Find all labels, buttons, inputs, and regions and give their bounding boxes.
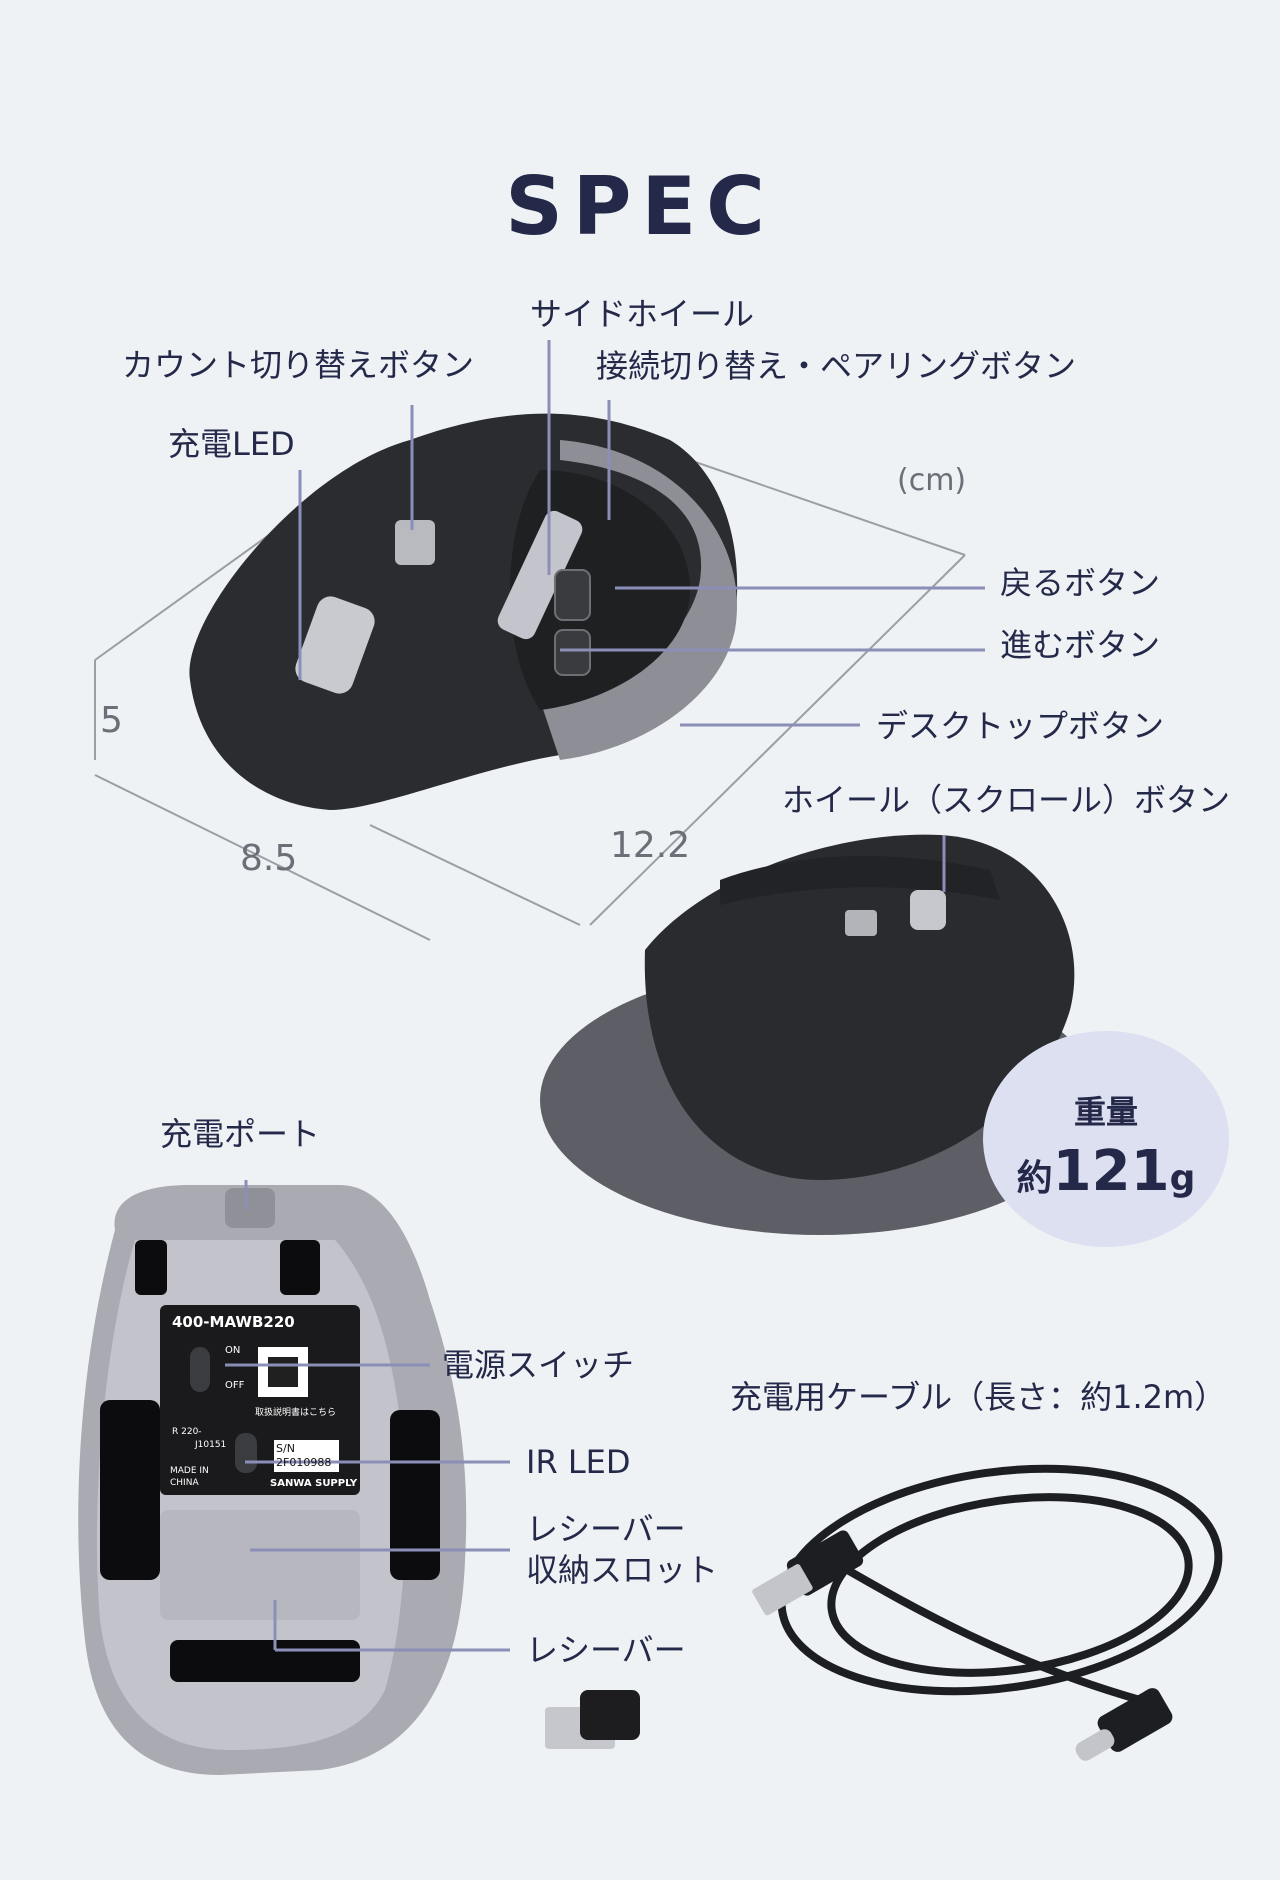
label-receiver-slot-line1: レシーバー bbox=[526, 1510, 686, 1548]
weight-unit: g bbox=[1169, 1158, 1196, 1199]
made-in-1: MADE IN bbox=[170, 1466, 209, 1476]
mouse-rear-view bbox=[540, 834, 1100, 1235]
label-cable: 充電用ケーブル（長さ：約1.2m） bbox=[730, 1378, 1227, 1416]
weight-label: 重量 bbox=[1073, 1093, 1138, 1131]
label-ir-led: IR LED bbox=[526, 1443, 631, 1481]
page-title: SPEC bbox=[505, 160, 775, 253]
label-forward-button: 進むボタン bbox=[1000, 626, 1161, 664]
label-desktop-button: デスクトップボタン bbox=[876, 707, 1165, 745]
label-connection-switch: 接続切り替え・ペアリングボタン bbox=[596, 347, 1077, 385]
weight-prefix: 約 bbox=[1016, 1158, 1053, 1199]
brand-text: SANWA SUPPLY bbox=[270, 1478, 358, 1489]
label-charge-port: 充電ポート bbox=[160, 1115, 321, 1153]
made-in-2: CHINA bbox=[170, 1478, 199, 1488]
sn-label: S/N bbox=[276, 1442, 295, 1455]
callout-lines bbox=[225, 340, 985, 1652]
off-mark: OFF bbox=[225, 1380, 245, 1391]
weight-number: 121 bbox=[1052, 1139, 1170, 1204]
dimension-height: 5 bbox=[100, 700, 123, 741]
cert-text-2: J10151 bbox=[195, 1440, 227, 1450]
manual-text: 取扱説明書はこちら bbox=[255, 1408, 337, 1418]
weight-value-line: 約121g bbox=[983, 1139, 1229, 1204]
label-receiver-slot-line2: 収納スロット bbox=[526, 1551, 719, 1589]
label-receiver: レシーバー bbox=[526, 1631, 686, 1669]
on-mark: ON bbox=[225, 1345, 241, 1356]
label-back-button: 戻るボタン bbox=[1000, 564, 1161, 602]
mouse-underside-view bbox=[78, 1185, 467, 1775]
label-count-switch: カウント切り替えボタン bbox=[122, 346, 475, 384]
dimension-width: 8.5 bbox=[240, 838, 298, 879]
weight-badge: 重量 約121g bbox=[983, 1031, 1229, 1247]
cert-text-1: R 220- bbox=[172, 1427, 202, 1437]
receiver-illustration bbox=[545, 1690, 640, 1749]
label-power-switch: 電源スイッチ bbox=[442, 1346, 635, 1384]
label-charge-led: 充電LED bbox=[168, 425, 295, 463]
mouse-top-view bbox=[189, 413, 738, 810]
sn-value: 2F010988 bbox=[276, 1456, 332, 1469]
model-number: 400-MAWB220 bbox=[172, 1313, 295, 1331]
label-side-wheel: サイドホイール bbox=[530, 295, 755, 333]
dimension-depth: 12.2 bbox=[610, 825, 691, 866]
label-wheel-button: ホイール（スクロール）ボタン bbox=[782, 781, 1231, 819]
cable-illustration bbox=[752, 1464, 1223, 1761]
dimension-unit: (cm) bbox=[897, 463, 967, 498]
